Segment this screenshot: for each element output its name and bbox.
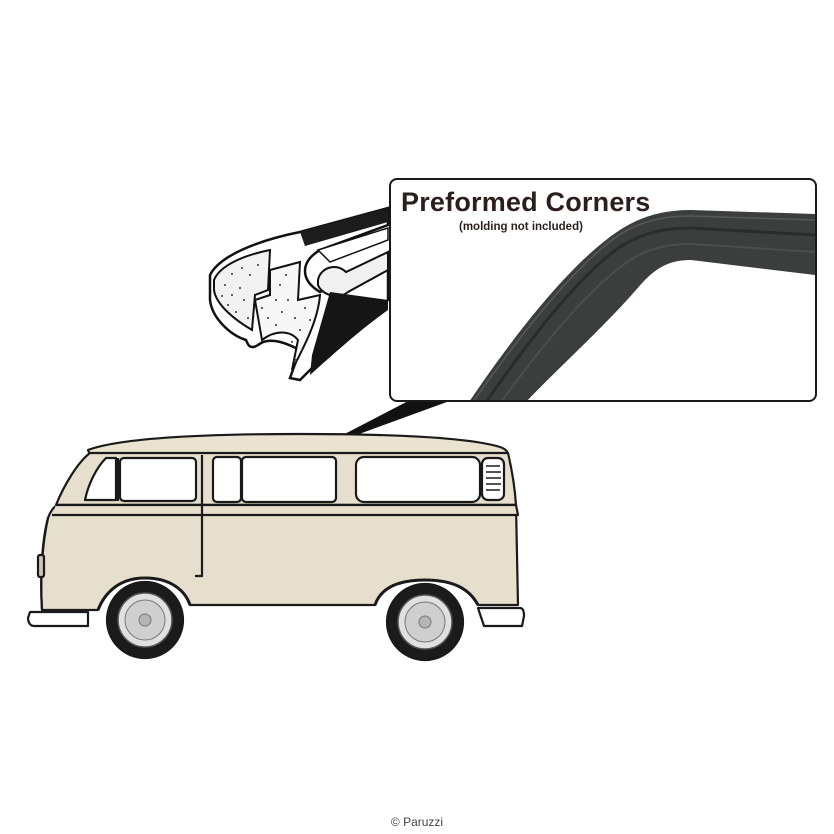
van-rear-window bbox=[354, 455, 482, 504]
van-rear-wheel bbox=[385, 582, 465, 662]
van-front-wheel bbox=[105, 580, 185, 660]
van-illustration bbox=[26, 432, 526, 662]
van-rear-bumper bbox=[476, 606, 526, 628]
callout-title: Preformed Corners bbox=[401, 187, 651, 217]
copyright-credit: © Paruzzi bbox=[390, 815, 444, 829]
van-roof bbox=[86, 432, 510, 457]
van-front-bumper bbox=[26, 610, 90, 628]
van-middle-window bbox=[240, 455, 338, 504]
van-middle-window-left bbox=[211, 455, 243, 504]
van-front-window bbox=[118, 456, 198, 503]
callout-subtitle: (molding not included) bbox=[459, 221, 583, 233]
seal-cross-section bbox=[208, 206, 390, 382]
seal-photo bbox=[470, 210, 815, 400]
van-windshield bbox=[83, 456, 118, 502]
callout-box: Preformed Corners (molding not included) bbox=[389, 178, 817, 402]
van-vent bbox=[480, 456, 506, 502]
